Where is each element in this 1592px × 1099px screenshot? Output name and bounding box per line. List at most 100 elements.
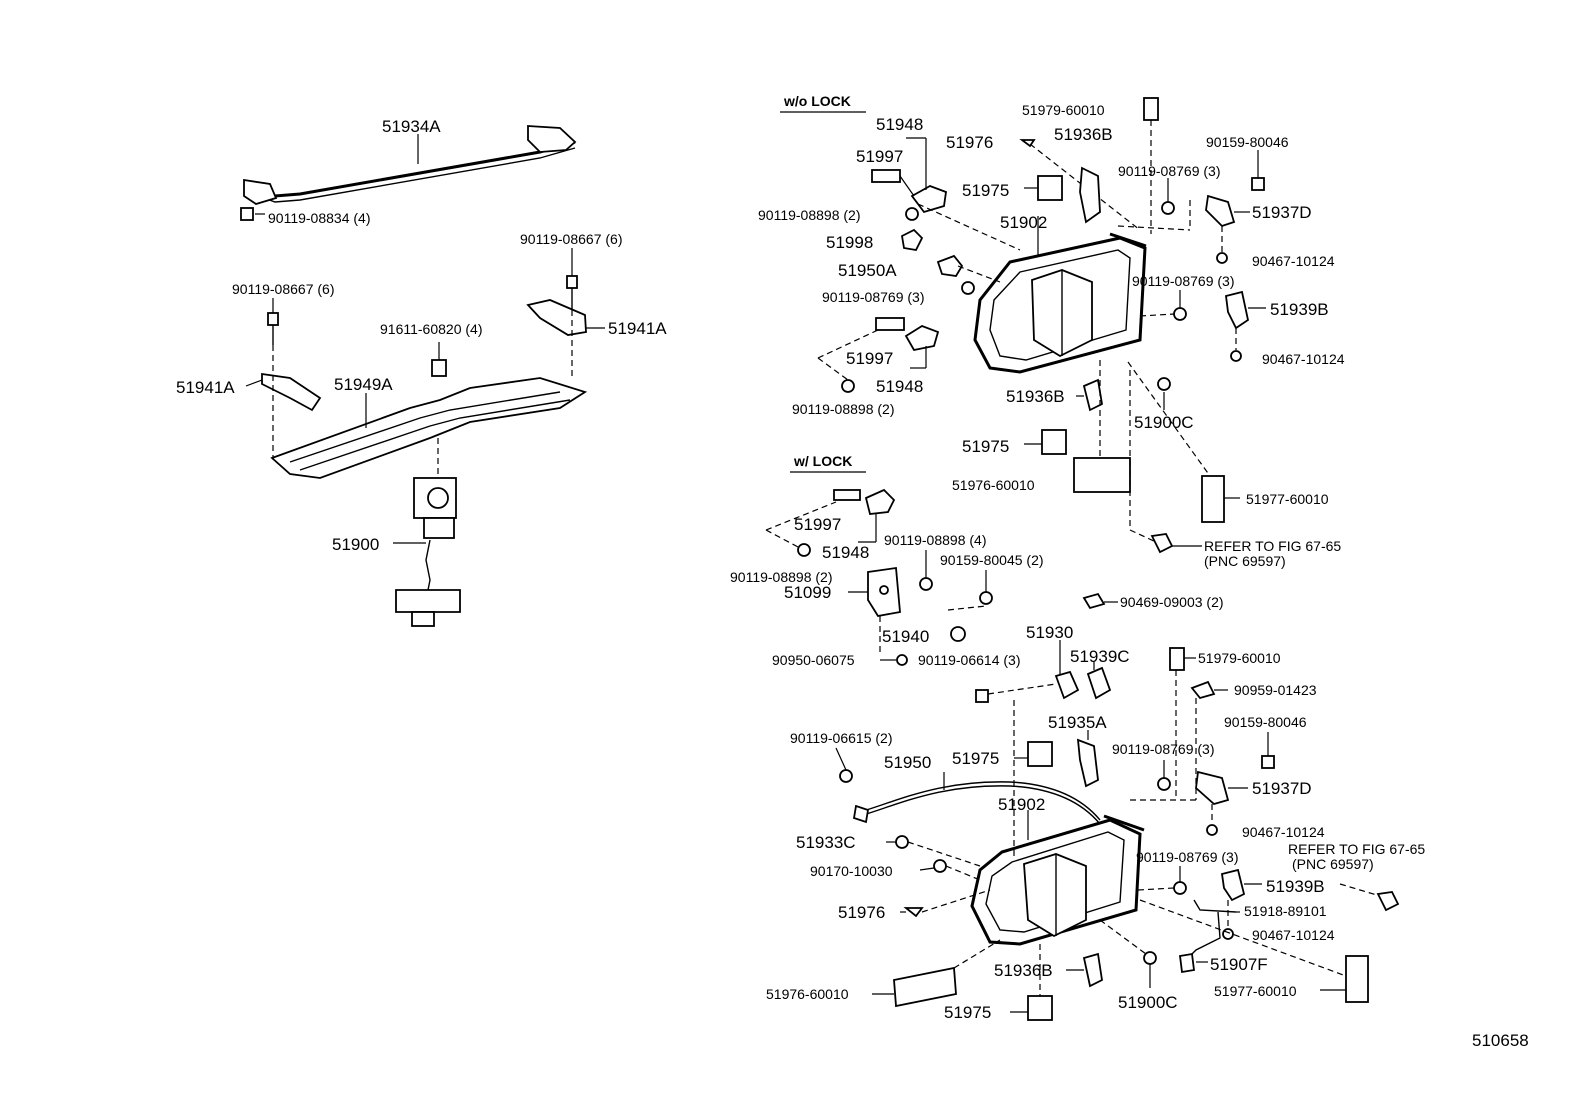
label-51933C: 51933C [796, 833, 856, 852]
label-51975-a [1037, 175, 1063, 201]
label-51948-a: 51948 [876, 115, 923, 134]
label-51976-a: 51976 [946, 133, 993, 152]
label-90170-10030: 90170-10030 [810, 863, 893, 879]
label-51997-c: 51997 [794, 515, 841, 534]
label-51998: 51998 [826, 233, 873, 252]
bolt-90119-06615 [839, 769, 853, 783]
label-51900: 51900 [332, 535, 379, 554]
bolt-90159-80046-a [1251, 177, 1265, 191]
label-51975-c [1027, 741, 1053, 767]
nut-91611-60820 [431, 342, 447, 377]
label-90119-08769-c: 90119-08769 (3) [1132, 273, 1234, 289]
bolt-90119-08769-c [1173, 307, 1187, 321]
label-51979-60010-b [1169, 647, 1185, 671]
bracket-51936B-a [1079, 166, 1101, 224]
label-51940: 51940 [882, 627, 929, 646]
label-90119-08769-b: 90119-08769 (3) [1118, 163, 1220, 179]
label-51949A: 51949A [334, 375, 393, 394]
label-90469-09003: 90469-09003 (2) [1120, 594, 1224, 610]
bolt-90119-08898-c [797, 543, 811, 557]
seat-frame-51902-b [970, 814, 1145, 946]
bolt-90467-10124-d [1222, 928, 1234, 940]
connector-90959-01423 [1190, 680, 1216, 700]
cable-51950 [859, 781, 1101, 821]
bolt-90119-08898-b [841, 379, 855, 393]
label-51997-a: 51997 [856, 147, 903, 166]
label-51937D-a: 51937D [1252, 203, 1312, 222]
bracket-51936B-b [1082, 378, 1103, 412]
callout-labels: 51934A 90119-08834 (4) 90119-08667 (6) 9… [176, 93, 1529, 1050]
label-90950-06075: 90950-06075 [772, 652, 855, 668]
label-pnc-b: (PNC 69597) [1292, 856, 1374, 872]
label-51975-d: 51975 [944, 1003, 991, 1022]
bracket-51937D-b [1195, 770, 1230, 806]
label-51930: 51930 [1026, 623, 1073, 642]
label-90467-10124-a: 90467-10124 [1252, 253, 1335, 269]
nut-51900C-b [1143, 951, 1157, 965]
rod-51934A [247, 140, 576, 198]
nut-51940 [950, 626, 966, 642]
pad-51997-c [833, 489, 861, 501]
bracket-51936B-c [1082, 952, 1103, 988]
bolt-90467-10124-c [1206, 824, 1218, 836]
label-51979-60010-b: 51979-60010 [1198, 650, 1281, 666]
label-51934A: 51934A [382, 117, 441, 136]
hinge-51948-c [864, 488, 896, 515]
label-90119-08834: 90119-08834 (4) [268, 210, 370, 226]
pad-51997-b [875, 317, 905, 331]
label-51979-60010-a: 51979-60010 [1022, 102, 1105, 118]
section-wo-lock: w/o LOCK [783, 93, 851, 109]
hinge-51948-a [910, 185, 947, 214]
bracket-51939C [1086, 666, 1112, 700]
label-51977-60010-b: 51977-60010 [1214, 983, 1297, 999]
label-90119-08769-d: 90119-08769 (3) [1112, 741, 1214, 757]
bolt-90119-08769-d [1157, 777, 1171, 791]
pad-51997-a [871, 169, 901, 183]
bolt-90119-08769-a [961, 281, 975, 295]
washer-90170-10030 [933, 859, 947, 873]
label-90467-10124-d: 90467-10124 [1252, 927, 1335, 943]
link-51930 [1054, 670, 1080, 700]
lower-frame-group [835, 700, 1400, 1021]
label-51950A: 51950A [838, 261, 897, 280]
label-51948-c: 51948 [822, 543, 869, 562]
label-51907F: 51907F [1210, 955, 1268, 974]
label-51937D-b: 51937D [1252, 779, 1312, 798]
clip-51998 [901, 228, 924, 251]
label-90959-01423: 90959-01423 [1234, 682, 1317, 698]
label-pnc-a: (PNC 69597) [1204, 553, 1286, 569]
label-90159-80045: 90159-80045 (2) [940, 552, 1044, 568]
latch-51950A [936, 254, 964, 277]
bolt-90119-08667-right [566, 275, 578, 310]
bolt-90119-06614 [975, 689, 989, 703]
label-51939C: 51939C [1070, 647, 1130, 666]
label-51976-60010-a: 51976-60010 [952, 477, 1035, 493]
label-51936B-b: 51936B [1006, 387, 1065, 406]
seat-frame-51902 [973, 232, 1147, 374]
label-90119-08898-d: 90119-08898 (2) [730, 569, 832, 585]
bolt-90119-08898-a [905, 207, 919, 221]
label-90119-06614: 90119-06614 (3) [918, 652, 1020, 668]
label-51975-a: 51975 [962, 181, 1009, 200]
label-51975-c: 51975 [952, 749, 999, 768]
label-51975-d [1027, 995, 1053, 1021]
bolt-90119-08898-d [919, 577, 933, 591]
label-51976-60010-b [893, 966, 957, 1008]
label-51976-60010 [1073, 457, 1131, 493]
label-51975-b: 51975 [962, 437, 1009, 456]
label-51902-b: 51902 [998, 795, 1045, 814]
label-51902-a: 51902 [1000, 213, 1047, 232]
rod-end-bracket-left [243, 178, 278, 205]
bracket-51941A-right [526, 299, 587, 336]
rod-51918-89101 [1193, 899, 1237, 913]
label-51918-89101: 51918-89101 [1244, 903, 1327, 919]
rod-end-bracket-right [527, 125, 577, 153]
w-lock-group [765, 471, 1228, 800]
bracket-51937D-a [1205, 194, 1236, 228]
bracket-51941A-left [261, 372, 322, 412]
label-91611-60820: 91611-60820 (4) [380, 321, 482, 337]
bolt-90467-10124-b [1230, 350, 1242, 362]
bolt-90159-80045 [979, 591, 993, 605]
label-51935A: 51935A [1048, 713, 1107, 732]
